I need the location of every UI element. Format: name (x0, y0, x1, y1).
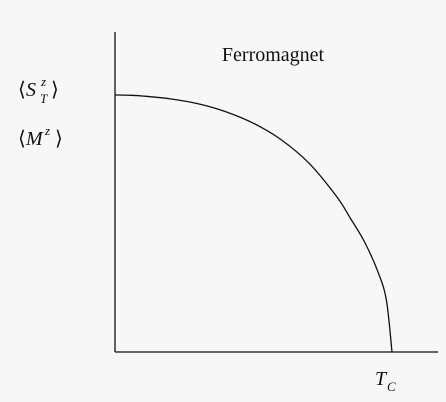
y-label-spin-close: ⟩ (51, 79, 59, 101)
y-label-magnetization: ⟨ M z ⟩ (18, 118, 63, 150)
y-label-spin-sub: T (40, 91, 48, 106)
y-label-mag-close: ⟩ (55, 128, 63, 150)
magnetization-curve (114, 94, 393, 353)
y-label-spin-base: S (26, 79, 36, 101)
y-label-mag-sup: z (44, 123, 50, 138)
y-label-spin-open: ⟨ (18, 79, 26, 101)
y-label-spin: ⟨ S z T ⟩ (18, 69, 59, 108)
x-label-base: T (375, 368, 388, 390)
y-label-mag-open: ⟨ (18, 128, 26, 150)
chart-title: Ferromagnet (222, 44, 325, 66)
x-label-curie-temperature: T C (375, 368, 396, 394)
y-label-mag-base: M (25, 128, 44, 150)
x-label-sub: C (387, 379, 396, 394)
y-label-spin-sup: z (40, 74, 46, 89)
